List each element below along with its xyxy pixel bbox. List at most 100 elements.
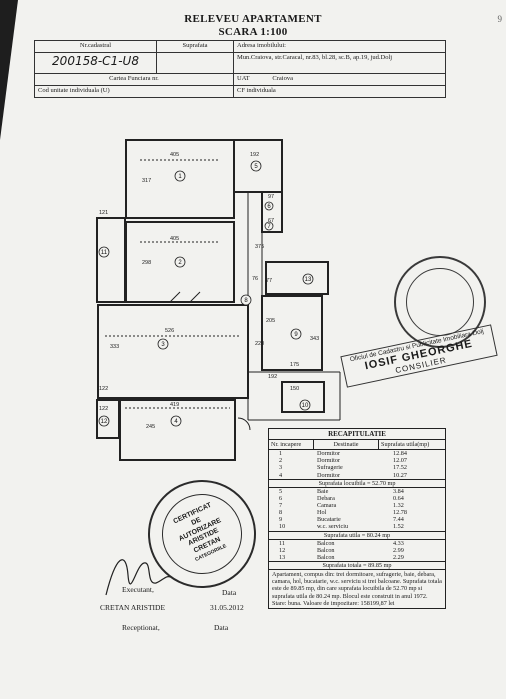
recap-cell-nr: 6: [279, 494, 283, 502]
cod-unitate-label: Cod unitate individuala (U): [34, 85, 234, 98]
recap-col-nr: Nr. incapere: [269, 440, 314, 450]
executant-date: 31.05.2012: [210, 603, 244, 612]
scan-edge: [0, 0, 18, 140]
room-marker: [98, 246, 110, 258]
recap-sum-totala: Suprafata totala = 89.85 mp: [269, 561, 445, 571]
room-marker: [174, 256, 186, 268]
recap-notes: Apartament, compus din: trei dormitoare,…: [272, 571, 442, 607]
recap-cell-dest: Balcon: [317, 546, 335, 554]
recap-cell-supr: 7.44: [393, 516, 404, 524]
room-number: 3: [161, 342, 165, 348]
dim-label: 192: [250, 152, 259, 158]
recap-cell-dest: Dormitor: [317, 457, 341, 465]
dim-label: 192: [268, 374, 277, 380]
recap-cell-dest: Sufragerie: [317, 464, 343, 472]
recap-title: RECAPITULATIE: [269, 429, 445, 441]
room-13-walls: [265, 261, 329, 295]
page-title: RELEVEU APARTAMENT: [184, 13, 322, 25]
recap-cell-supr: 12.78: [393, 509, 407, 517]
recap-cell-nr: 12: [279, 546, 286, 554]
room-number: 6: [267, 204, 271, 210]
dim-label: 67: [268, 218, 274, 224]
recap-cell-dest: Debara: [317, 494, 335, 502]
recap-sum-utila: Suprafata utila = 80.24 mp: [269, 530, 445, 540]
recap-cell-nr: 4: [279, 471, 283, 479]
room-number: 2: [178, 260, 182, 266]
recap-cell-nr: 11: [279, 539, 285, 547]
room-marker: [250, 160, 262, 172]
recap-cell-dest: Dormitor: [317, 450, 341, 458]
dim-label: 405: [170, 152, 179, 158]
recap-cell-nr: 13: [279, 553, 286, 561]
recap-row: 3 Sufragerie 17.52: [269, 464, 445, 471]
dim-label: 150: [290, 386, 299, 392]
room-number: 4: [174, 419, 178, 425]
room-11-walls: [96, 217, 126, 303]
dim-label: 175: [290, 362, 299, 368]
data-label-2: Data: [214, 623, 229, 632]
room-number: 7: [267, 224, 271, 230]
recap-cell-nr: 3: [279, 464, 283, 472]
recap-cell-supr: 1.32: [393, 502, 404, 510]
recap-row: 9 Bucatarie 7.44: [269, 516, 445, 523]
dim-label: 405: [170, 236, 179, 242]
door-swing: [169, 291, 201, 303]
dim-label: 122: [99, 406, 108, 412]
recap-cell-nr: 5: [279, 487, 283, 495]
room-5-walls: [233, 139, 283, 193]
recap-cell-supr: 0.64: [393, 494, 404, 502]
room-marker: [299, 399, 311, 411]
recap-header: Nr. incapere Destinatie Suprafata utila(…: [269, 440, 445, 451]
room-number: 9: [294, 332, 298, 338]
recap-cell-dest: Balcon: [317, 553, 335, 561]
dim-label: 121: [99, 210, 108, 216]
room-3-walls: [97, 304, 249, 399]
recap-col-supr: Suprafata utila(mp): [381, 441, 430, 449]
dim-label: 419: [170, 402, 179, 408]
recap-sum-locuibila: Suprafata locuibila = 52.70 mp: [269, 478, 445, 488]
signature: [105, 559, 171, 596]
recap-cell-supr: 2.99: [393, 546, 404, 554]
dim-label: 375: [255, 244, 264, 250]
room-marker: [290, 328, 302, 340]
room-number: 5: [254, 164, 258, 170]
recap-cell-supr: 10.27: [393, 471, 407, 479]
room-9-walls: [261, 295, 323, 371]
dim-label: 220: [255, 341, 264, 347]
uat-value: Craiova: [272, 75, 293, 82]
recap-cell-supr: 1.52: [393, 523, 404, 531]
recap-cell-nr: 9: [279, 516, 283, 524]
recap-cell-supr: 17.52: [393, 464, 407, 472]
door-swing: [237, 417, 251, 431]
recap-cell-dest: Balcon: [317, 539, 335, 547]
dim-label: 245: [146, 424, 155, 430]
recap-row: 6 Debara 0.64: [269, 495, 445, 502]
recap-cell-dest: Bucatarie: [317, 516, 341, 524]
data-label: Data: [222, 588, 237, 597]
room-number: 10: [302, 403, 309, 409]
page-scale: SCARA 1:100: [218, 26, 288, 38]
dim-label: 77: [266, 278, 272, 284]
room-number: 11: [101, 250, 108, 256]
recap-table: RECAPITULATIE Nr. incapere Destinatie Su…: [268, 428, 446, 609]
room-number: 8: [244, 298, 248, 304]
room-number: 1: [178, 174, 182, 180]
executant-name: CRETAN ARISTIDE: [100, 603, 166, 612]
recap-cell-nr: 10: [279, 523, 286, 531]
recap-cell-dest: Dormitor: [317, 471, 341, 479]
room-marker: [264, 221, 274, 231]
dim-label: 76: [252, 276, 258, 282]
dim-label: 298: [142, 260, 151, 266]
dim-label: 122: [99, 386, 108, 392]
dim-label: 205: [266, 318, 275, 324]
recap-cell-nr: 8: [279, 509, 283, 517]
room-marker: [302, 273, 314, 285]
